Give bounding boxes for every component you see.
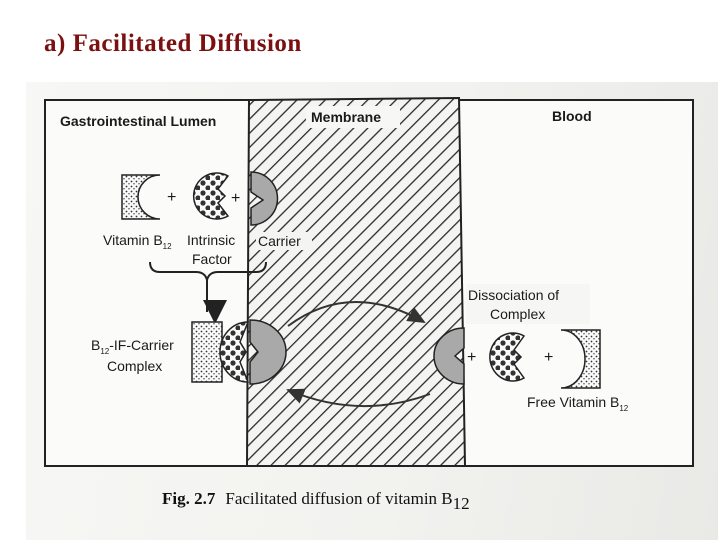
complex-label-line2: Complex xyxy=(107,358,162,374)
intrinsic-factor-label-line2: Factor xyxy=(192,251,232,267)
membrane-header: Membrane xyxy=(311,109,381,125)
carrier-shape xyxy=(250,171,279,226)
free-vitamin-b12-shape xyxy=(560,329,601,389)
intrinsic-factor-shape xyxy=(192,172,230,220)
plus-sign-4: + xyxy=(544,349,553,366)
plus-sign-1: + xyxy=(167,189,176,206)
free-vitamin-label: Free Vitamin B12 xyxy=(527,394,629,413)
b12-if-carrier-complex xyxy=(191,319,287,385)
lumen-header: Gastrointestinal Lumen xyxy=(60,113,216,129)
membrane-header-box xyxy=(306,106,400,128)
released-carrier-shape xyxy=(433,327,465,385)
plus-sign-3: + xyxy=(467,349,476,366)
intrinsic-factor-label-line1: Intrinsic xyxy=(187,232,235,248)
dissociation-label-box xyxy=(466,284,590,324)
complex-label-line1: B12-IF-Carrier xyxy=(91,337,174,356)
blood-header: Blood xyxy=(552,108,592,124)
carrier-label: Carrier xyxy=(258,233,301,249)
dissociation-label-line2: Complex xyxy=(490,306,545,322)
vitamin-b12-label: Vitamin B12 xyxy=(103,232,172,251)
transport-arrow-return xyxy=(286,388,431,408)
released-intrinsic-factor-shape xyxy=(489,332,526,382)
vitamin-b12-shape xyxy=(121,174,161,220)
transport-arrow-forward xyxy=(287,300,426,327)
membrane-band xyxy=(245,96,467,467)
plus-sign-2: + xyxy=(231,190,240,207)
carrier-label-box xyxy=(256,232,312,250)
dissociation-label-line1: Dissociation of xyxy=(468,287,559,303)
slide-title: a) Facilitated Diffusion xyxy=(44,30,302,57)
